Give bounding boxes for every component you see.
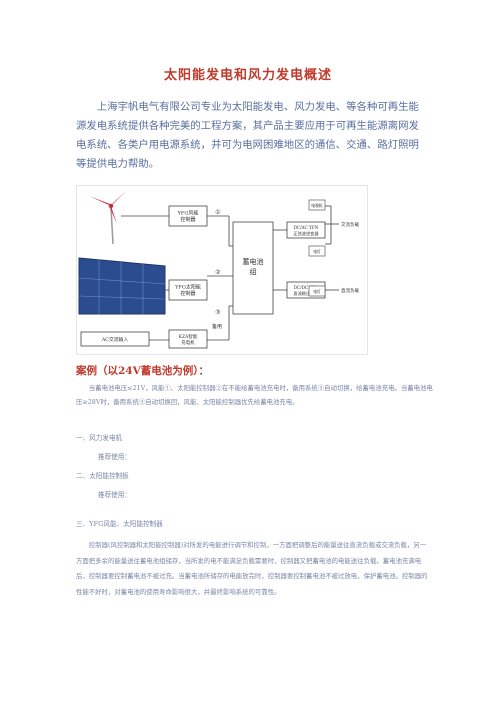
load-light-label: 电灯	[313, 249, 321, 254]
wind-controller-box	[168, 205, 208, 227]
charger-label-2: 充电机	[181, 339, 195, 346]
solar-controller-label-1: YFG太阳能	[174, 284, 201, 291]
solar-panel-image	[78, 257, 166, 315]
wind-turbine-image	[89, 190, 127, 245]
case-title: 案例（以24V蓄电池为例）：	[76, 365, 210, 377]
charger-label-1: KZA智能	[179, 333, 198, 340]
wind-controller-label-1: YFG风能	[177, 210, 199, 217]
ac-load-label: 交流负载	[341, 221, 359, 228]
battery-label-2: 组	[250, 267, 257, 276]
page-title: 太阳能发电和风力发电概述	[163, 68, 332, 83]
ac-input-label: AC交流输入	[101, 336, 129, 343]
circle-label-1: ①	[215, 209, 220, 216]
battery-label-1: 蓄电池	[243, 257, 264, 266]
circle-label-2: ②	[215, 269, 220, 276]
section-2-recommend: 推荐使用：	[98, 491, 131, 499]
solar-controller-label-2: 控制器	[180, 290, 195, 297]
ac-input-box	[80, 331, 150, 347]
backup-label: 备用	[212, 323, 222, 330]
diagram-connectors	[121, 205, 339, 341]
section-3-heading: 三、YFG风能、太阳能控制器	[76, 520, 163, 528]
load-tv-box	[308, 199, 326, 211]
dc-load-label: 直流负载	[341, 287, 359, 294]
circle-label-3: ③	[215, 309, 220, 316]
section-1-heading: 一、风力发电机	[76, 434, 123, 442]
load-dc-light-label: 电灯	[313, 289, 321, 294]
charger-box	[168, 329, 208, 349]
section-1-recommend: 推荐使用：	[98, 453, 131, 461]
system-diagram: YFG风能 控制器 YFG太阳能 控制器 蓄电池 组 DC/AC YFN 正弦波…	[76, 185, 368, 355]
load-dc-light-box	[308, 285, 326, 297]
inverter-box	[286, 221, 326, 239]
section-2-heading: 二、太阳能控制板	[76, 472, 129, 480]
load-tv-label: 电视机	[311, 203, 323, 208]
wind-controller-label-2: 控制器	[180, 216, 195, 223]
section-3-body: 控制器(风控制器和太阳能控制器)对所发的电能进行调节和控制，一方面把调整后的能量…	[76, 541, 428, 596]
battery-box	[232, 221, 274, 315]
converter-label-1: DC/DC YFK	[294, 285, 320, 290]
load-light-box	[308, 245, 326, 257]
solar-controller-box	[168, 279, 208, 301]
system-diagram-svg: YFG风能 控制器 YFG太阳能 控制器 蓄电池 组 DC/AC YFN 正弦波…	[78, 190, 359, 349]
intro-paragraph: 上海宇帆电气有限公司专业为太阳能发电、风力发电、等各种可再生能源发电系统提供各种…	[76, 101, 419, 170]
inverter-label-1: DC/AC YFN	[294, 225, 319, 230]
converter-label-2: 直流稳压电源	[293, 290, 319, 297]
inverter-label-2: 正弦波逆变器	[293, 230, 319, 237]
case-body: 当蓄电池电压≤21V，风能①、太阳能控制器②在不能给蓄电池充电时，备用系统③自动…	[76, 384, 433, 406]
